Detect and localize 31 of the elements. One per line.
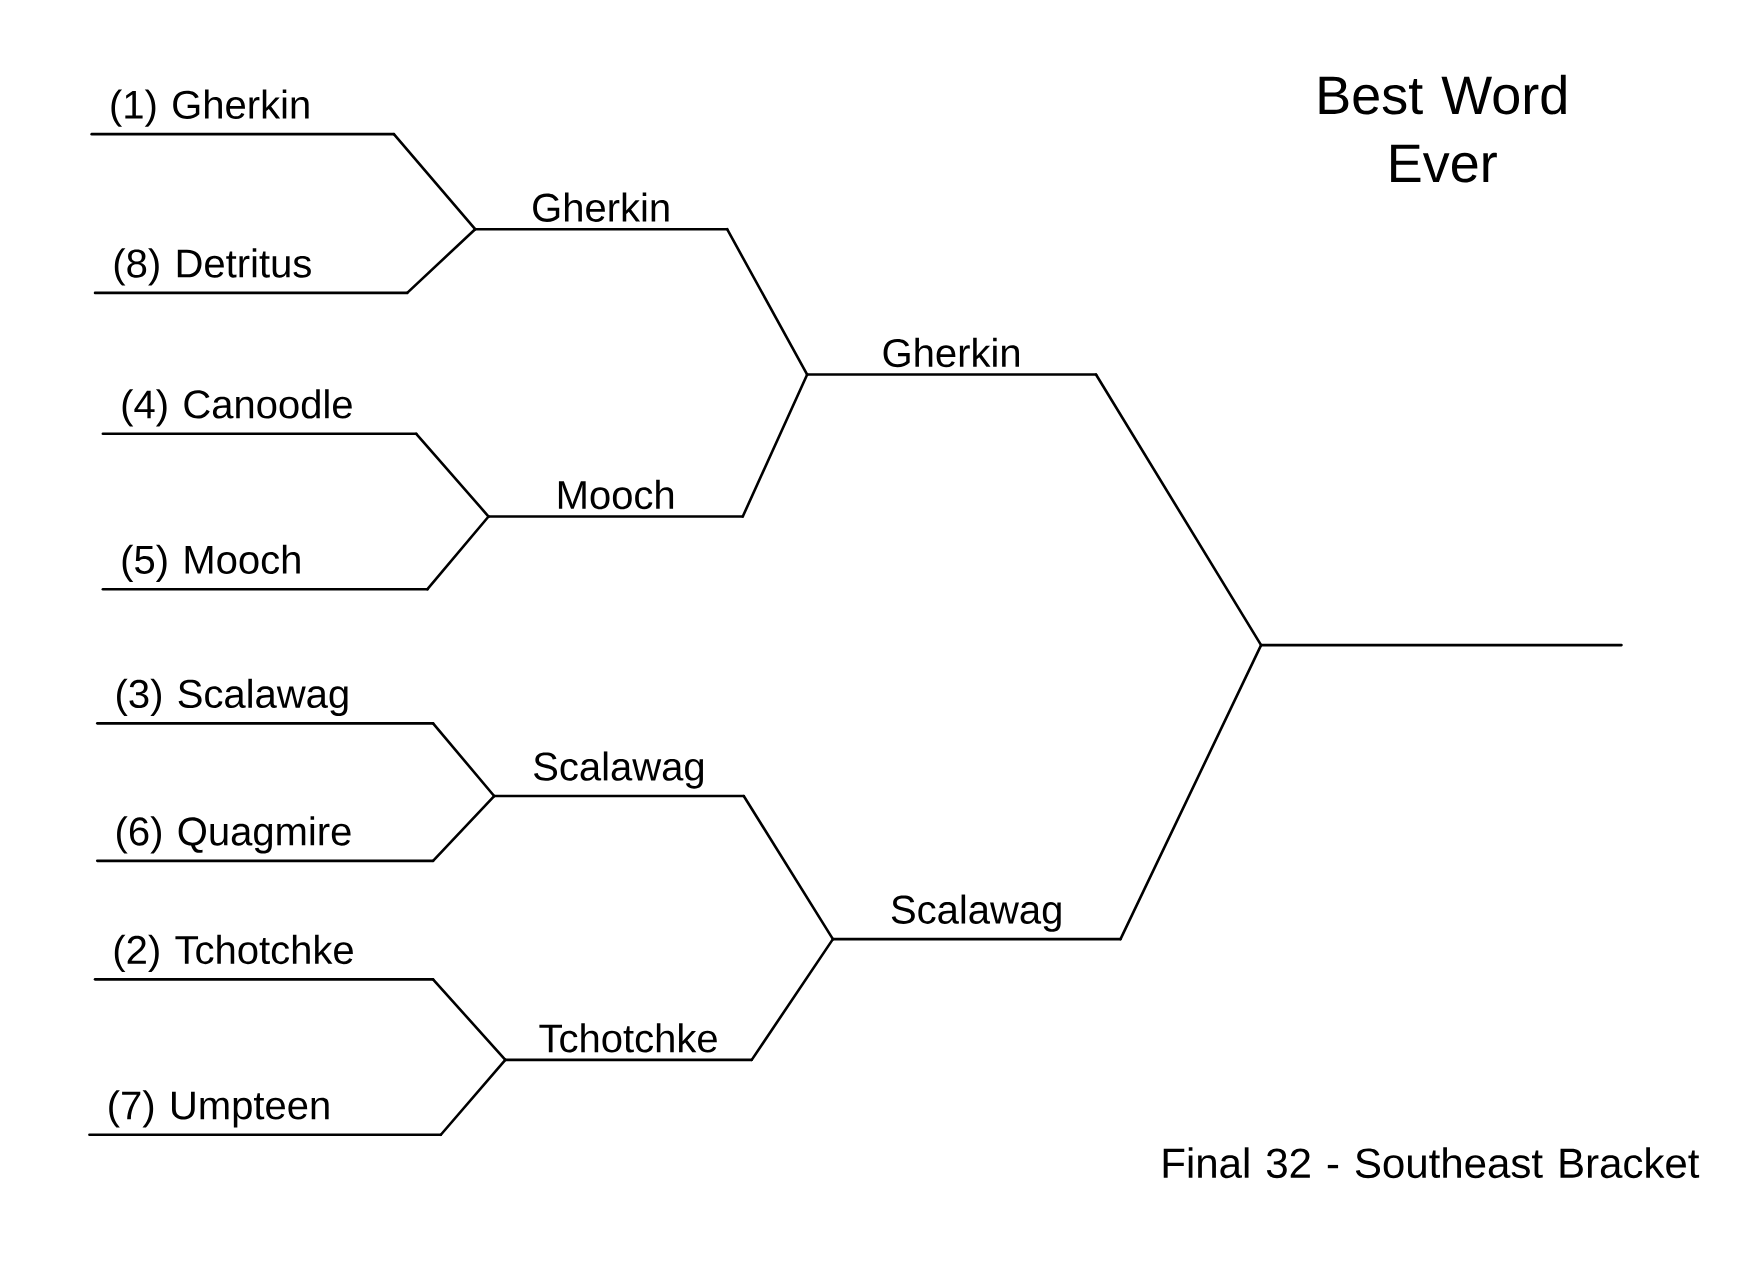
bracket-connector bbox=[414, 432, 490, 519]
bracket-line bbox=[1259, 644, 1623, 647]
bracket-connector bbox=[741, 373, 809, 519]
bracket-slot: Tchotchke bbox=[504, 1023, 754, 1062]
bracket-slot: (3) Scalawag bbox=[95, 679, 435, 725]
bracket-slot: (8) Detritus bbox=[93, 248, 409, 295]
bracket-slot: (6) Quagmire bbox=[95, 816, 435, 863]
bracket-connector bbox=[750, 938, 835, 1062]
bracket-connector bbox=[392, 133, 477, 231]
bracket-slot: Mooch bbox=[487, 480, 745, 519]
caption: Final 32 - Southeast Bracket bbox=[1163, 1147, 1700, 1179]
bracket-connector bbox=[1119, 644, 1263, 941]
bracket-connector bbox=[431, 794, 496, 863]
bracket-slot: Scalawag bbox=[492, 751, 746, 798]
bracket-slot: Gherkin bbox=[473, 192, 729, 231]
bracket-connector bbox=[426, 515, 490, 591]
bracket-slot: (5) Mooch bbox=[101, 544, 429, 591]
bracket-slot: (4) Canoodle bbox=[101, 389, 418, 436]
bracket-connector bbox=[431, 722, 496, 798]
bracket-connector bbox=[431, 978, 507, 1062]
title: Best Word Ever bbox=[1319, 75, 1566, 183]
bracket-slot: (2) Tchotchke bbox=[93, 935, 435, 981]
bracket-connector bbox=[405, 228, 477, 295]
bracket-connector bbox=[439, 1058, 507, 1137]
bracket-connector bbox=[742, 794, 835, 941]
bracket-slot: (7) Umpteen bbox=[88, 1090, 443, 1137]
bracket-slot: Gherkin bbox=[805, 338, 1098, 377]
bracket-slot: Scalawag bbox=[831, 894, 1122, 941]
bracket-connector bbox=[725, 228, 809, 377]
bracket-slot: (1) Gherkin bbox=[90, 89, 396, 136]
bracket-connector bbox=[1094, 373, 1263, 647]
